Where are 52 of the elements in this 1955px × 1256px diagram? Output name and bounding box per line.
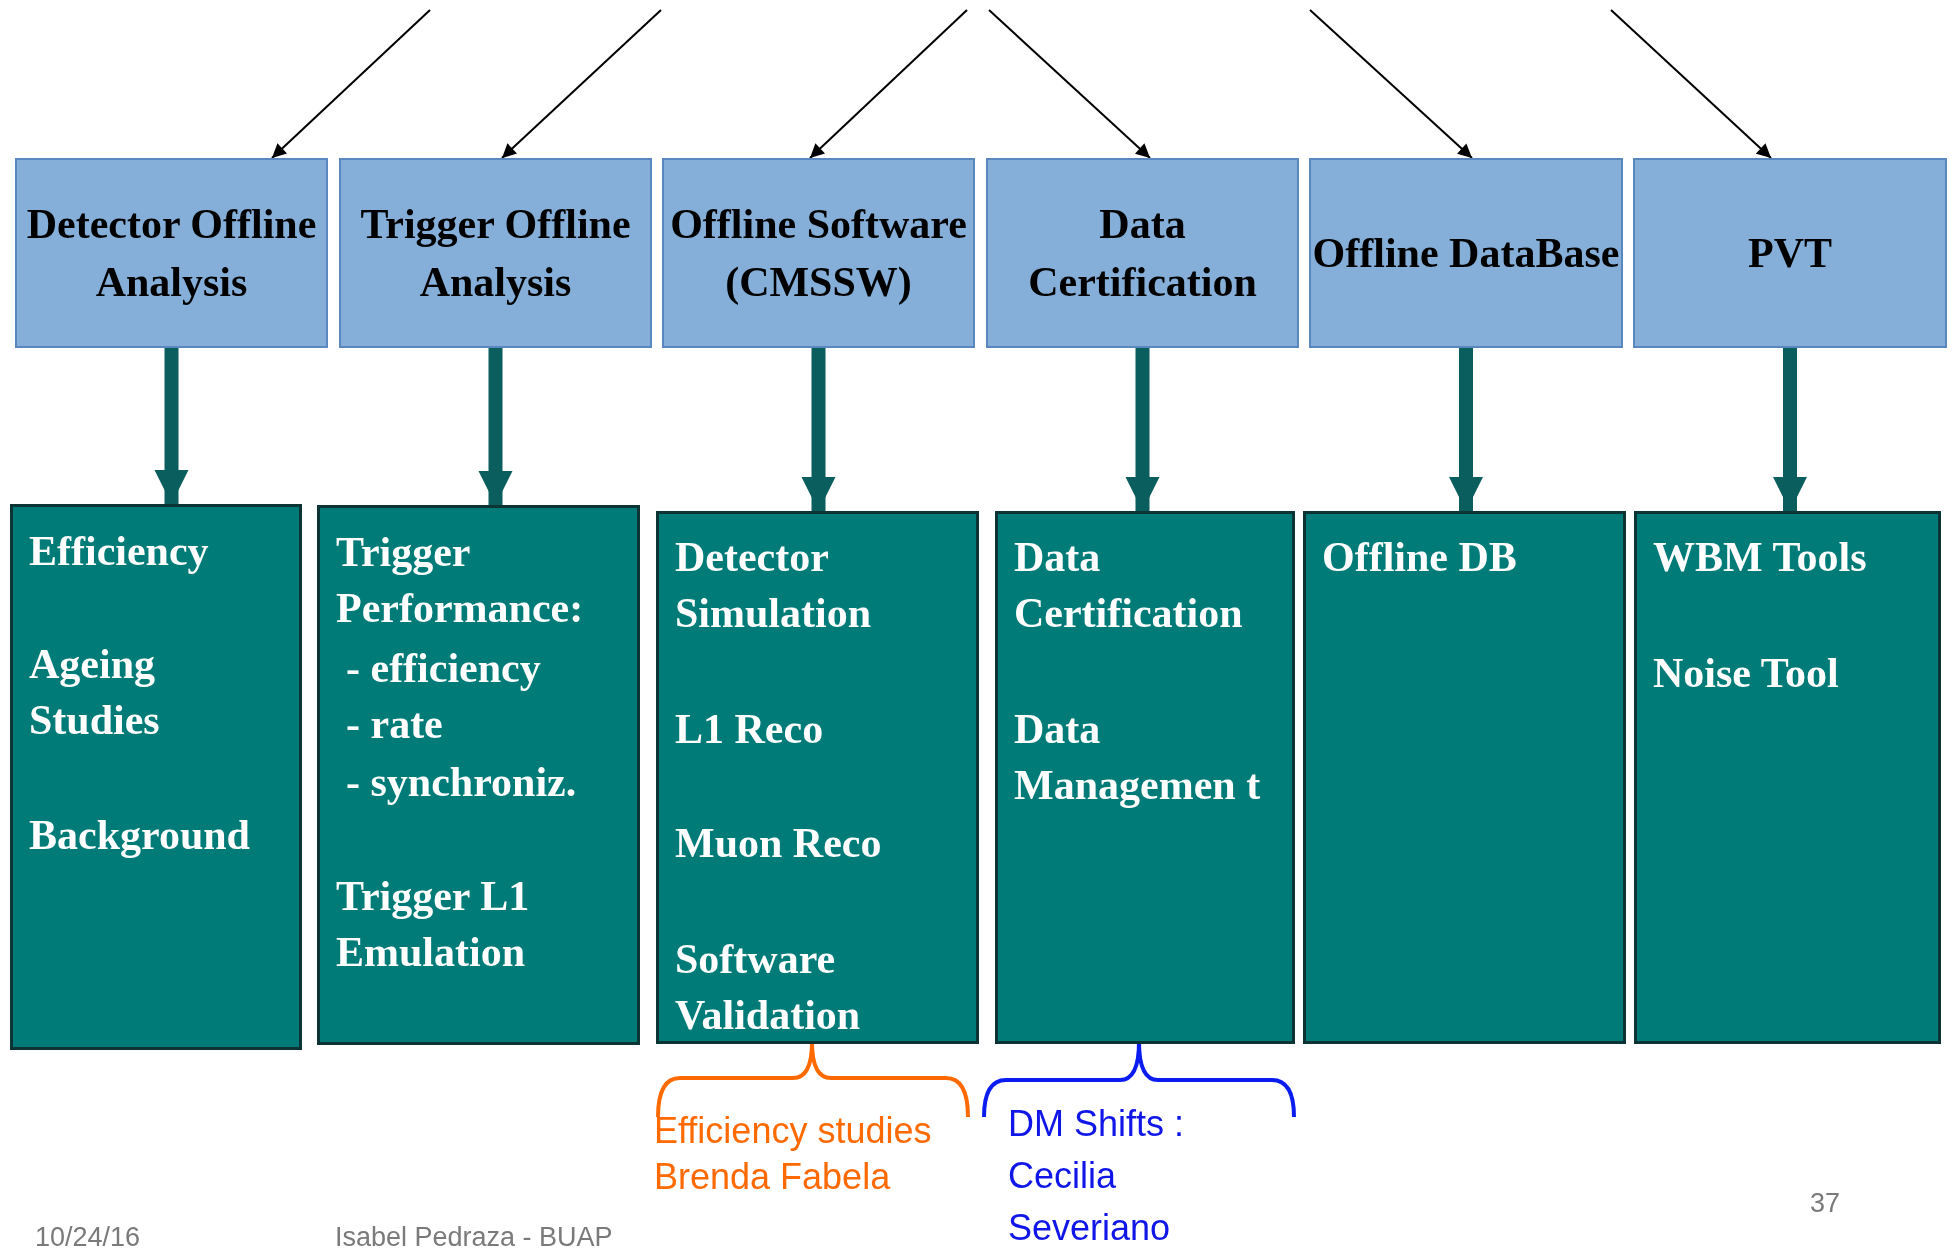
area-title: Offline DataBase bbox=[1312, 229, 1620, 278]
task-text: Background bbox=[29, 811, 251, 860]
task-text: Data Managemen t bbox=[1014, 705, 1262, 810]
area-title: Trigger Offline Analysis bbox=[359, 200, 632, 307]
block-arrow bbox=[1125, 348, 1160, 511]
task-box bbox=[995, 511, 1295, 1044]
task-text: Data Certification bbox=[1014, 533, 1244, 638]
arrow bbox=[271, 9, 431, 159]
area-box bbox=[1309, 158, 1623, 348]
task-text: Software Validation bbox=[675, 935, 862, 1040]
team-note: Efficiency studies Brenda Fabela bbox=[654, 1109, 933, 1199]
task-text: Trigger L1 Emulation bbox=[336, 872, 531, 977]
page-number: 37 bbox=[1810, 1187, 1842, 1220]
footer-text: Isabel Pedraza - BUAP bbox=[335, 1221, 614, 1254]
task-text: Efficiency bbox=[29, 527, 210, 576]
arrow bbox=[809, 9, 968, 159]
task-box bbox=[10, 504, 302, 1050]
block-arrow bbox=[801, 348, 836, 511]
block-arrow bbox=[1773, 348, 1807, 511]
arrow bbox=[988, 9, 1151, 159]
area-title: Offline Software (CMSSW) bbox=[669, 200, 968, 307]
area-box bbox=[15, 158, 328, 348]
task-box bbox=[1303, 511, 1626, 1044]
task-text: - synchroniz. bbox=[346, 758, 578, 807]
task-box bbox=[1634, 511, 1941, 1044]
area-title: Data Certification bbox=[1027, 200, 1258, 307]
task-text: L1 Reco bbox=[675, 705, 825, 754]
task-text: Noise Tool bbox=[1653, 649, 1840, 698]
task-text: - rate bbox=[346, 700, 444, 749]
area-title: PVT bbox=[1748, 229, 1832, 278]
footer-date: 10/24/16 bbox=[35, 1221, 142, 1254]
block-arrow bbox=[1449, 348, 1483, 511]
task-text: Trigger Performance: bbox=[336, 528, 585, 633]
task-text: WBM Tools bbox=[1653, 533, 1868, 582]
task-text: - efficiency bbox=[346, 644, 542, 693]
arrow bbox=[1610, 9, 1772, 159]
task-text: Ageing Studies bbox=[29, 640, 161, 745]
area-box bbox=[986, 158, 1299, 348]
arrow bbox=[1309, 9, 1473, 159]
task-text: Muon Reco bbox=[675, 819, 883, 868]
block-arrow bbox=[154, 348, 189, 504]
task-text: Detector Simulation bbox=[675, 533, 873, 638]
area-box bbox=[1633, 158, 1947, 348]
block-arrow bbox=[478, 348, 513, 505]
arrow bbox=[501, 9, 662, 159]
area-box bbox=[662, 158, 975, 348]
task-box bbox=[656, 511, 979, 1044]
task-text: Offline DB bbox=[1322, 533, 1518, 582]
area-box bbox=[339, 158, 652, 348]
team-note: DM Shifts : Cecilia Severiano bbox=[1008, 1102, 1186, 1250]
task-box bbox=[317, 505, 640, 1045]
area-title: Detector Offline Analysis bbox=[25, 200, 318, 307]
